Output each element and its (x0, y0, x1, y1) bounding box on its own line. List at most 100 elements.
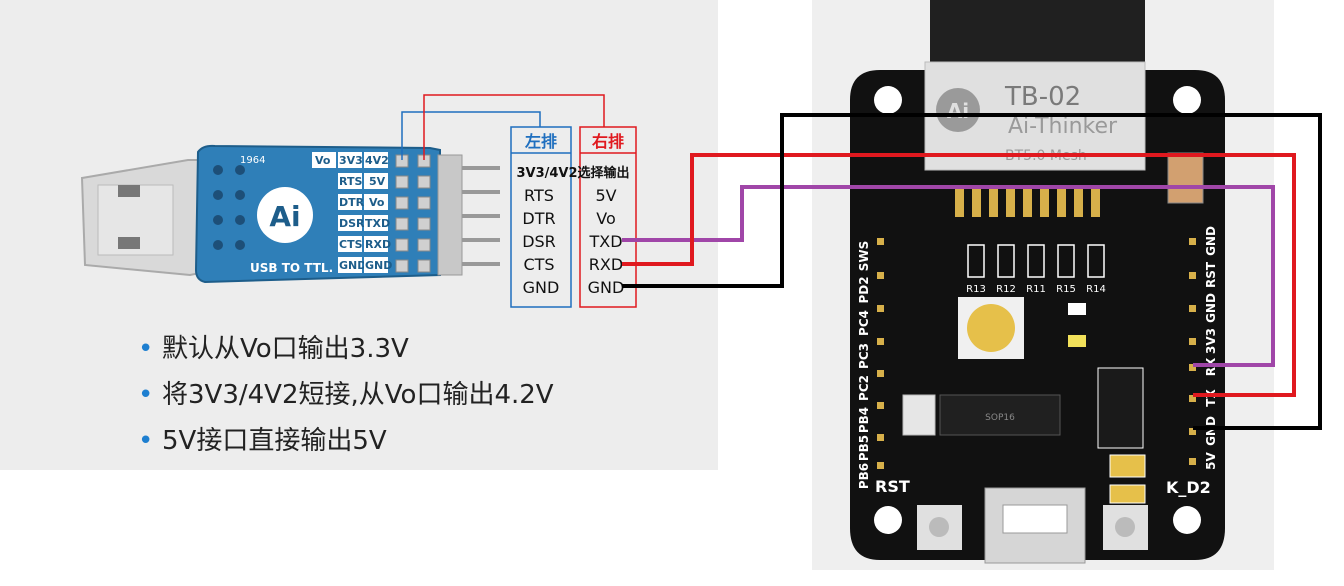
board-right-pin-label: 5V (1204, 451, 1218, 469)
resistor-label: R11 (1026, 284, 1046, 295)
svg-text:TXD: TXD (365, 217, 390, 230)
resistors (967, 244, 1105, 278)
board-right-pin-label: GND (1204, 416, 1218, 446)
note-item: •将3V3/4V2短接,从Vo口输出4.2V (138, 372, 554, 418)
diode-component (1109, 454, 1146, 478)
adapter-header-pins (462, 166, 500, 266)
board-left-pin-label: PC4 (857, 310, 871, 336)
right-row-callout-line (423, 94, 605, 160)
board-left-pin-label: PD2 (857, 276, 871, 303)
status-led (1068, 335, 1086, 347)
board-left-pin-label: PC2 (857, 375, 871, 401)
fuse-component (1109, 484, 1146, 504)
svg-text:RXD: RXD (365, 238, 391, 251)
key-label: K_D2 (1166, 478, 1211, 497)
rst-label: RST (875, 477, 910, 496)
board-right-pin-label: GND (1204, 226, 1218, 256)
resistor-label: R15 (1056, 284, 1076, 295)
resistor-label: R13 (966, 284, 986, 295)
connection-wires (622, 113, 1322, 430)
svg-text:Vo: Vo (369, 196, 385, 209)
bullet-icon: • (138, 380, 154, 410)
adapter-silkscreen: Vo 3V3 4V2 RTS 5V DTR Vo DSR TXD CTS RXD… (312, 152, 392, 273)
board-right-pin-label: TX (1204, 389, 1218, 407)
right-pin-label: GND (588, 278, 625, 297)
adapter-holes (213, 165, 245, 250)
notes-list: •默认从Vo口输出3.3V •将3V3/4V2短接,从Vo口输出4.2V •5V… (138, 326, 554, 464)
svg-text:DTR: DTR (339, 196, 365, 209)
svg-text:GND: GND (365, 259, 392, 272)
right-row-header: 右排 (592, 132, 624, 151)
bullet-icon: • (138, 334, 154, 364)
right-pin-label: Vo (596, 209, 616, 228)
usb-ttl-adapter: Ai 1964 USB TO TTL. Vo 3V3 4V2 RTS 5V DT… (80, 94, 605, 284)
left-pin-label: GND (523, 278, 560, 297)
chip-label: SOP16 (985, 413, 1015, 423)
resistor-label: R14 (1086, 284, 1106, 295)
resistor-label: R12 (996, 284, 1016, 295)
right-pin-label: TXD (588, 232, 622, 251)
svg-text:RTS: RTS (339, 175, 362, 188)
right-header-pins (1189, 238, 1196, 465)
board-left-pin-label: PB5 (857, 435, 871, 461)
adapter-top-pins (395, 154, 431, 273)
ai-thinker-logo-text: Ai (947, 99, 969, 123)
left-row-callout-line (401, 111, 541, 160)
voltage-select-note: 3V3/4V2选择输出 (516, 165, 629, 181)
right-pin-label: RXD (589, 255, 623, 274)
usb-plug-hole (118, 185, 140, 197)
ai-logo-icon (257, 187, 313, 243)
left-row-box (510, 126, 572, 308)
svg-text:5V: 5V (369, 175, 386, 188)
module-pads (955, 185, 1100, 217)
board-right-pin-label: RST (1204, 261, 1218, 288)
board-left-pin-label: PB6 (857, 463, 871, 489)
svg-text:GND: GND (339, 259, 366, 272)
left-header-pins (877, 238, 884, 469)
usb-plug-hole (118, 237, 140, 249)
wire-txd-rx (622, 185, 1275, 367)
module-name: TB-02 (1004, 82, 1081, 112)
adapter-board-label: USB TO TTL. (250, 261, 333, 275)
wire-rxd-tx (622, 153, 1296, 397)
rgb-led-lens (967, 304, 1015, 352)
module-antenna (930, 0, 1145, 65)
right-row-box (579, 126, 637, 308)
left-row-header: 左排 (524, 132, 557, 151)
svg-text:CTS: CTS (339, 238, 363, 251)
ai-logo-text: Ai (269, 200, 300, 233)
crystal-component (902, 394, 936, 436)
micro-usb-opening (1002, 504, 1068, 534)
regulator-component (1097, 367, 1144, 449)
board-left-pin-label: PC3 (857, 343, 871, 369)
note-item: •默认从Vo口输出3.3V (138, 326, 554, 372)
adapter-model-label: 1964 (240, 155, 265, 166)
board-right-pin-label: 3V3 (1204, 328, 1218, 354)
svg-text:3V3: 3V3 (339, 154, 363, 167)
wire-gnd-gnd (622, 113, 1322, 430)
status-led (1068, 303, 1086, 315)
note-item: •5V接口直接输出5V (138, 418, 554, 464)
pinout-table: 左排 右排 3V3/4V2选择输出 RTS DTR DSR CTS GND 5V… (510, 126, 637, 308)
bullet-icon: • (138, 426, 154, 456)
board-left-pin-label: SWS (857, 241, 871, 272)
svg-text:4V2: 4V2 (365, 154, 389, 167)
right-pin-label: 5V (595, 186, 616, 205)
svg-text:DSR: DSR (339, 217, 365, 230)
sop16-chip (939, 394, 1061, 436)
board-right-pin-label: GND (1204, 293, 1218, 323)
tb02-dev-board: TB-02 Ai Ai-Thinker BT5.0 Mesh R13 R12 (850, 0, 1225, 564)
left-pin-label: DTR (522, 209, 555, 228)
left-pin-label: DSR (522, 232, 556, 251)
left-pin-label: RTS (524, 186, 554, 205)
ai-thinker-logo-icon (936, 88, 980, 132)
mount-holes (874, 86, 1201, 534)
left-pin-label: CTS (523, 255, 554, 274)
key-button-cap (1115, 517, 1135, 537)
adapter-header-housing (437, 154, 463, 276)
capacitor-component (1167, 152, 1204, 204)
svg-text:Vo: Vo (315, 154, 331, 167)
rst-button-cap (929, 517, 949, 537)
